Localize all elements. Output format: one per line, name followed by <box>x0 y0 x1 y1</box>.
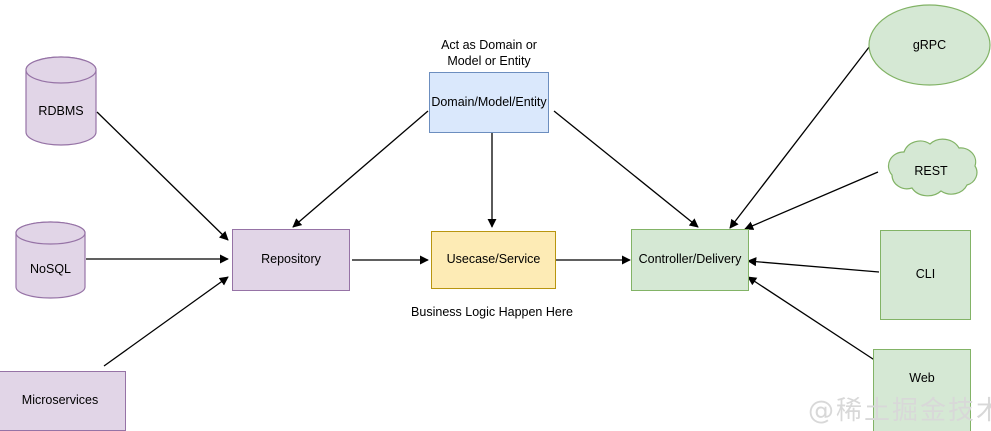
usecase-note: Business Logic Happen Here <box>411 305 573 319</box>
cylinder-shape <box>15 221 86 299</box>
edge-web-controller <box>747 276 877 362</box>
node-web-label: Web <box>909 371 935 386</box>
node-controller-label: Controller/Delivery <box>638 252 742 267</box>
edge-grpc-controller <box>729 41 874 229</box>
cloud-shape <box>887 138 978 197</box>
node-nosql[interactable]: NoSQL <box>15 221 86 299</box>
node-microservices[interactable]: Microservices <box>0 371 126 431</box>
node-rest-label: REST <box>914 164 948 178</box>
edge-microservices-repository <box>103 276 229 367</box>
node-controller[interactable]: Controller/Delivery <box>631 229 749 291</box>
cylinder-shape <box>25 56 97 146</box>
domain-note-line1: Act as Domain or <box>441 38 537 52</box>
node-cli-label: CLI <box>915 267 936 282</box>
node-repository[interactable]: Repository <box>232 229 350 291</box>
node-domain-label: Domain/Model/Entity <box>431 94 547 109</box>
node-usecase[interactable]: Usecase/Service <box>431 231 556 289</box>
node-grpc-label: gRPC <box>912 38 947 52</box>
node-rest[interactable]: REST <box>871 134 991 208</box>
node-cli[interactable]: CLI <box>880 230 971 320</box>
node-nosql-label: NoSQL <box>30 262 71 276</box>
node-rdbms-label: RDBMS <box>38 104 84 118</box>
domain-note: Act as Domain or Model or Entity <box>414 37 564 70</box>
node-microservices-label: Microservices <box>21 393 99 408</box>
domain-note-line2: Model or Entity <box>447 54 531 69</box>
edge-domain-repository <box>292 110 429 228</box>
edge-rest-controller <box>744 171 879 230</box>
node-grpc[interactable]: gRPC <box>868 4 991 86</box>
node-web[interactable]: Web <box>873 349 971 431</box>
edge-rdbms-repository <box>96 111 229 241</box>
edge-domain-controller <box>553 110 699 228</box>
watermark: @稀土掘金技术社区 <box>808 396 991 426</box>
edge-cli-controller <box>747 257 880 273</box>
node-repository-label: Repository <box>261 252 321 267</box>
node-domain[interactable]: Domain/Model/Entity <box>429 72 549 133</box>
node-usecase-label: Usecase/Service <box>446 252 541 267</box>
node-rdbms[interactable]: RDBMS <box>25 56 97 146</box>
